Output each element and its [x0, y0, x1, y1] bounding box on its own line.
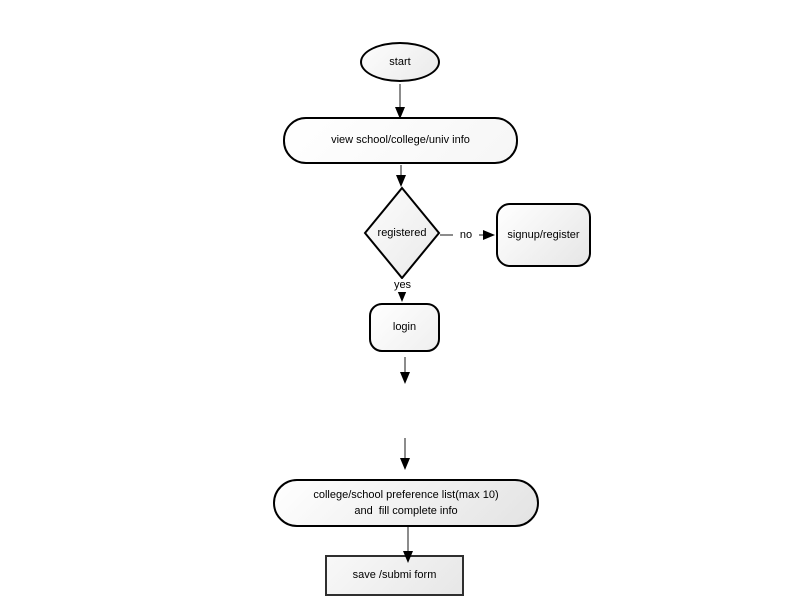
registered-label: registered [377, 227, 427, 239]
preference-list-label-line1: college/school preference list(max 10) [313, 489, 499, 501]
arrow-start-to-view [395, 84, 405, 119]
save-submit-node: save /submi form [325, 555, 464, 596]
edge-label-yes: yes [389, 279, 416, 292]
arrow-to-preference [400, 438, 410, 470]
signup-register-label: signup/register [507, 228, 580, 241]
login-label: login [392, 321, 417, 333]
arrow-login-down [400, 357, 410, 384]
preference-list-label-line2: and fill complete info [354, 505, 458, 517]
arrow-view-to-registered [396, 165, 406, 187]
login-node: login [369, 303, 440, 352]
save-submit-label: save /submi form [352, 569, 437, 581]
signup-register-node: signup/register [496, 203, 591, 267]
view-info-label: view school/college/univ info [331, 134, 470, 146]
start-node: start [360, 42, 440, 82]
start-label: start [389, 55, 411, 68]
preference-list-node: college/school preference list(max 10) a… [273, 479, 539, 527]
view-info-node: view school/college/univ info [283, 117, 518, 164]
edge-label-no: no [453, 229, 479, 242]
